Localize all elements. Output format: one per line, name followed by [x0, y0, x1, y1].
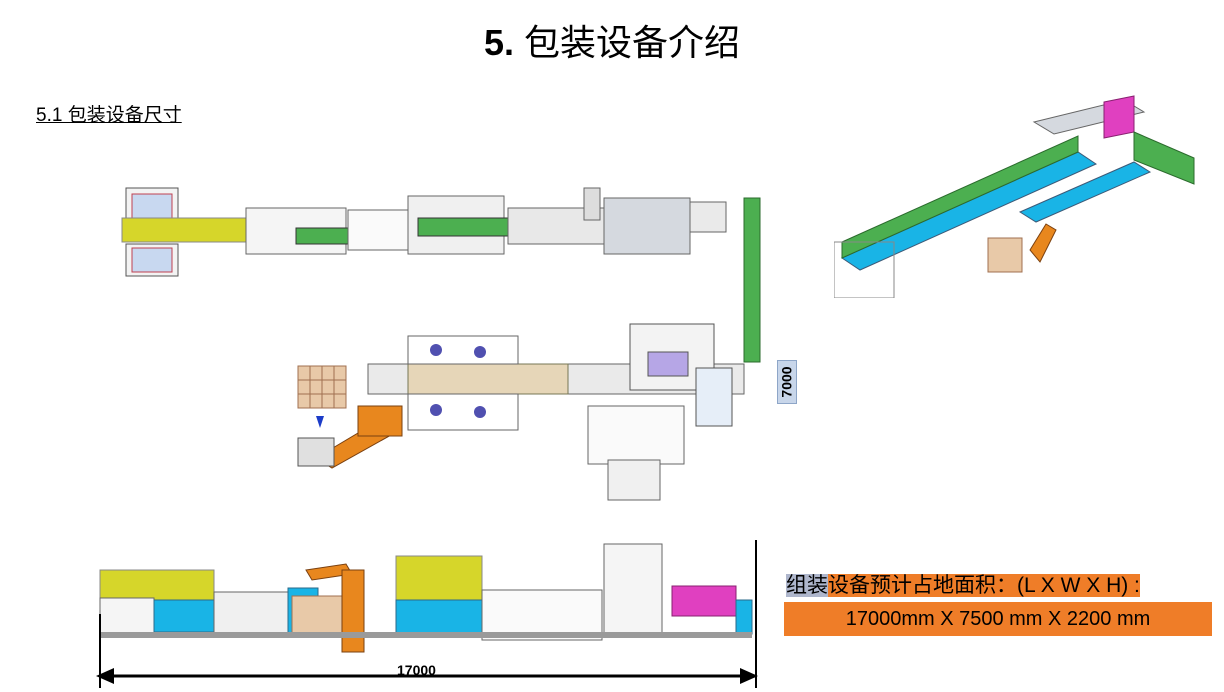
- layout-side-view: [96, 540, 758, 688]
- section-subtitle: 5.1 包装设备尺寸: [36, 105, 182, 126]
- title-text: 包装设备介绍: [524, 22, 741, 63]
- layout-3d-view: [834, 95, 1195, 298]
- footprint-note-heading-text: 设备预计占地面积：(L X W X H) :: [828, 574, 1140, 597]
- footprint-note-dimensions: 17000mm X 7500 mm X 2200 mm: [784, 602, 1212, 636]
- page-title: 5. 包装设备介绍: [0, 14, 1224, 66]
- footprint-note: 组装设备预计占地面积：(L X W X H) : 17000mm X 7500 …: [784, 570, 1212, 636]
- footprint-note-heading: 组装设备预计占地面积：(L X W X H) :: [784, 570, 1212, 602]
- layout-top-view: [121, 187, 761, 501]
- length-dimension-label: 17000: [397, 662, 436, 678]
- footprint-note-highlight: 组装: [786, 574, 828, 597]
- title-number: 5.: [483, 22, 514, 63]
- pallet-grid: [297, 365, 347, 409]
- height-dimension-label: 7000: [777, 360, 797, 404]
